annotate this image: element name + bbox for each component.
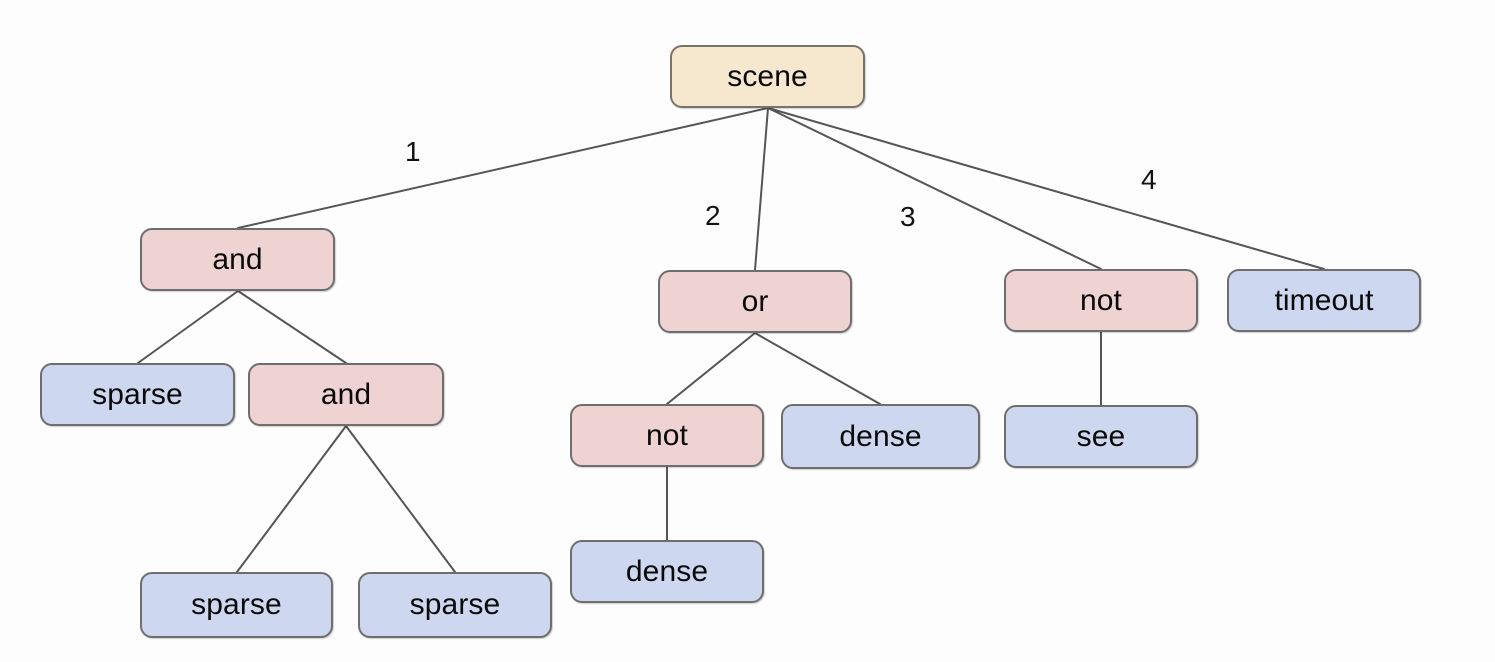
tree-node-sparse1[interactable]: sparse (40, 363, 235, 426)
tree-edge-or1-to-dense1 (754, 332, 881, 405)
tree-edge-and2-to-sparse2 (236, 425, 347, 573)
tree-edge-scene-to-or1 (754, 107, 769, 271)
tree-node-notOr[interactable]: not (570, 404, 764, 467)
tree-node-label: scene (727, 59, 808, 93)
tree-edge-and1-to-and2 (237, 290, 347, 364)
tree-edge-and1-to-sparse1 (137, 290, 239, 364)
tree-node-timeout[interactable]: timeout (1227, 269, 1421, 332)
edge-label-4: 4 (1141, 164, 1157, 195)
edge-label-2: 2 (705, 200, 721, 231)
tree-node-scene[interactable]: scene (670, 45, 865, 108)
tree-node-dense1[interactable]: dense (781, 404, 980, 469)
tree-node-label: not (1079, 283, 1122, 317)
tree-node-label: dense (625, 554, 709, 588)
tree-node-see[interactable]: see (1004, 405, 1198, 468)
tree-node-sparse3[interactable]: sparse (358, 572, 552, 638)
tree-node-label: see (1076, 419, 1126, 453)
tree-node-label: and (212, 242, 263, 276)
tree-node-notR[interactable]: not (1004, 269, 1198, 332)
tree-edge-and2-to-sparse3 (345, 425, 456, 573)
edge-label-1: 1 (405, 136, 421, 167)
tree-edge-scene-to-and1 (237, 107, 769, 229)
tree-node-dense2[interactable]: dense (570, 540, 764, 603)
tree-edge-or1-to-notOr (666, 332, 756, 405)
tree-node-label: dense (839, 419, 922, 453)
tree-node-sparse2[interactable]: sparse (140, 572, 333, 638)
tree-node-or1[interactable]: or (658, 270, 852, 333)
tree-edge-scene-to-notR (767, 107, 1102, 270)
tree-node-label: and (320, 377, 372, 411)
tree-node-label: sparse (409, 588, 501, 621)
edge-label-3: 3 (900, 201, 916, 232)
tree-edge-scene-to-timeout (767, 107, 1325, 270)
tree-node-and1[interactable]: and (140, 228, 335, 291)
tree-node-label: timeout (1274, 283, 1374, 317)
tree-node-label: sparse (92, 377, 183, 411)
tree-node-label: or (741, 284, 769, 318)
tree-node-label: not (645, 418, 688, 452)
tree-node-and2[interactable]: and (248, 363, 444, 426)
tree-node-label: sparse (191, 588, 282, 621)
